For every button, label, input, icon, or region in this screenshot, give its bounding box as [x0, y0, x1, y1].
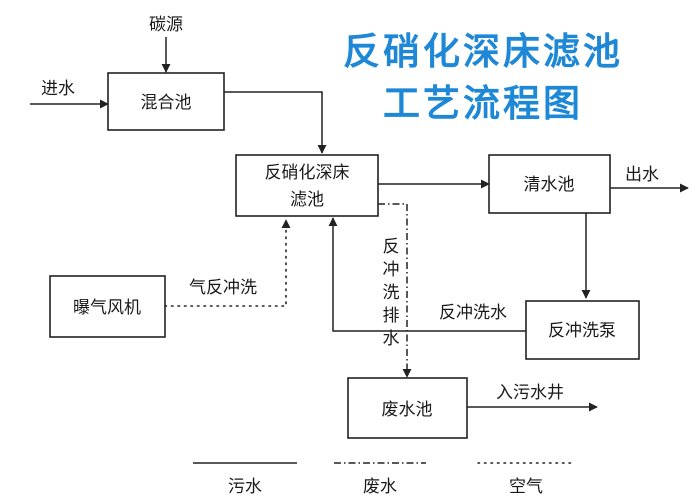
legend-wastewater-label: 废水: [363, 477, 397, 497]
water-out-label: 出水: [625, 165, 659, 185]
clear-water-tank-box: [488, 154, 611, 214]
clear-water-tank-label: 清水池: [524, 175, 575, 195]
waste-water-tank-label: 废水池: [382, 400, 433, 420]
backwash-drain-line: [378, 203, 412, 378]
backwash-drain-char-3: 洗: [383, 283, 400, 303]
waste-water-tank-box: [347, 377, 468, 439]
legend-air-label: 空气: [509, 477, 543, 497]
mixing-tank-label: 混合池: [141, 93, 192, 113]
backwash-pump-label: 反冲洗泵: [548, 321, 616, 341]
carbon-source-label: 碳源: [149, 15, 183, 35]
mixing-tank-box: [107, 72, 225, 131]
filter-label-line1: 反硝化深床: [265, 163, 350, 183]
denitrification-filter-box: [235, 154, 379, 217]
aeration-blower-label: 曝气风机: [73, 298, 141, 318]
backwash-drain-char-5: 水: [383, 329, 400, 349]
to-sewer-well-label: 入污水井: [496, 383, 564, 403]
title-line2: 工艺流程图: [383, 82, 583, 125]
air-backwash-line: [164, 219, 291, 307]
backwash-water-label: 反冲洗水: [439, 303, 507, 323]
backwash-pump-box: [525, 300, 640, 360]
air-backwash-label: 气反冲洗: [189, 278, 257, 298]
backwash-drain-char-2: 冲: [383, 260, 400, 280]
water-in-label: 进水: [41, 79, 75, 99]
backwash-water-line: [328, 217, 526, 332]
filter-label-line2: 滤池: [290, 190, 324, 210]
title-line1: 反硝化深床滤池: [343, 30, 623, 73]
aeration-blower-box: [49, 275, 166, 338]
backwash-drain-char-1: 反: [383, 237, 400, 257]
legend-sewage-label: 污水: [228, 477, 262, 497]
mixing-to-filter-line: [224, 91, 327, 154]
backwash-drain-char-4: 排: [383, 306, 400, 326]
